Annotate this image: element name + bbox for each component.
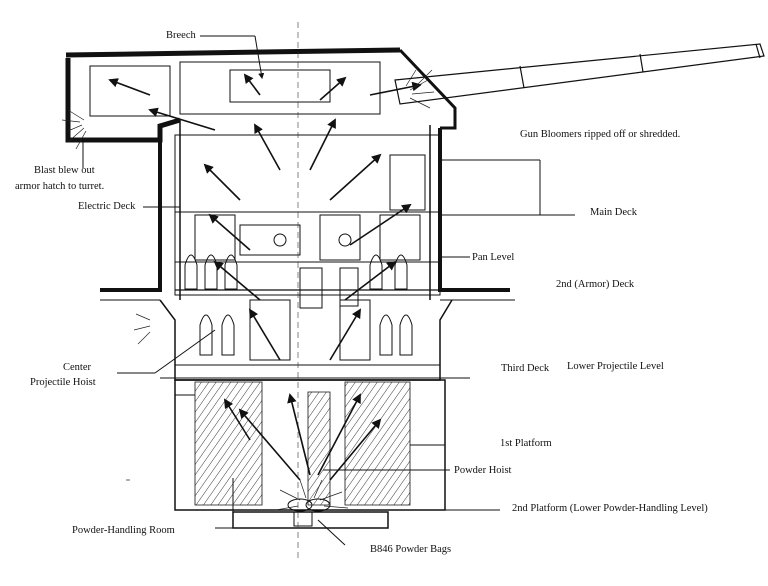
third-deck-label: Third Deck bbox=[501, 363, 550, 374]
lower-projectile-label: Lower Projectile Level bbox=[567, 361, 664, 372]
electric-deck-label: Electric Deck bbox=[78, 201, 136, 212]
armor-deck-label: 2nd (Armor) Deck bbox=[556, 279, 635, 290]
gun-bloomers-label: Gun Bloomers ripped off or shredded. bbox=[520, 129, 681, 140]
blast-fragments bbox=[61, 69, 435, 511]
first-platform-label: 1st Platform bbox=[500, 438, 552, 449]
blast-label-line1: Blast blew out bbox=[34, 165, 95, 176]
machinery bbox=[184, 154, 426, 361]
powder-hoist-label: Powder Hoist bbox=[454, 465, 512, 476]
center-hoist-label-line1: Center bbox=[63, 362, 91, 373]
powder-bags-label: B846 Powder Bags bbox=[370, 544, 452, 555]
gun-barrel bbox=[394, 43, 765, 105]
blast-label-line2: armor hatch to turret. bbox=[15, 181, 105, 192]
barbette bbox=[100, 120, 575, 381]
main-deck-label: Main Deck bbox=[590, 207, 637, 218]
second-platform-label: 2nd Platform (Lower Powder-Handling Leve… bbox=[512, 503, 708, 514]
powder-handling-room bbox=[174, 379, 500, 529]
powder-room-label: Powder-Handling Room bbox=[72, 525, 175, 536]
blast-arrows bbox=[108, 73, 422, 481]
leader-lines bbox=[82, 35, 470, 546]
pan-level-label: Pan Level bbox=[472, 252, 515, 263]
gunhouse-armor bbox=[65, 47, 457, 143]
breech-label: Breech bbox=[166, 30, 196, 41]
center-hoist-label-line2: Projectile Hoist bbox=[30, 377, 96, 388]
